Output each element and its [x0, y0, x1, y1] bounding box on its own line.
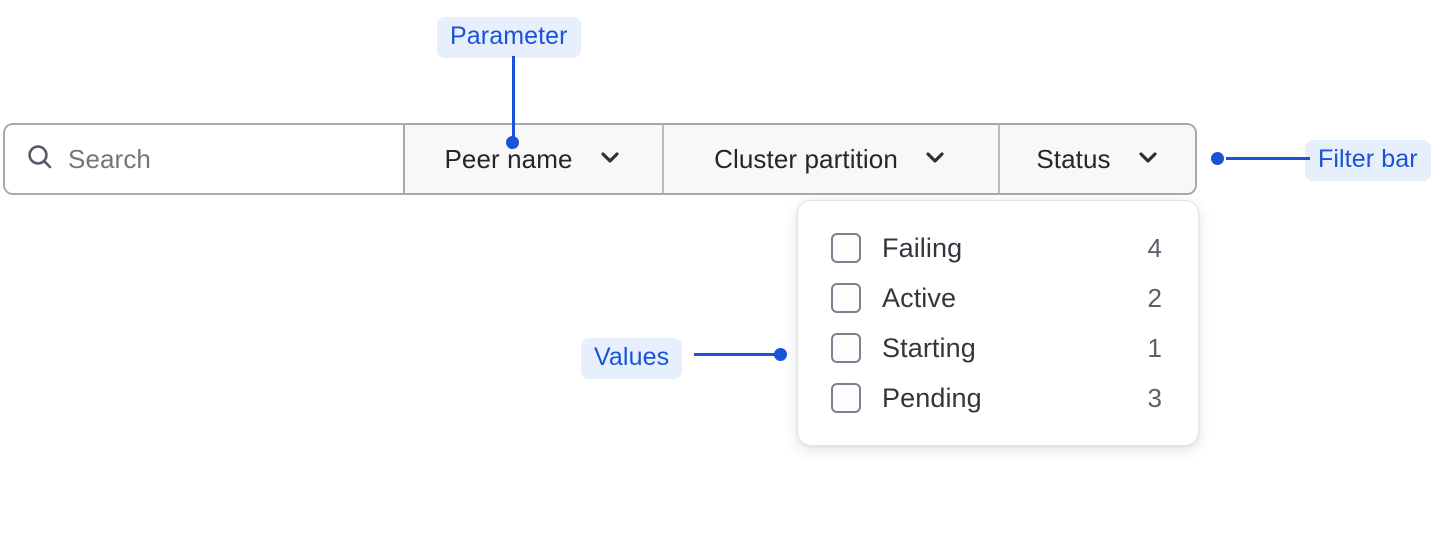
list-item-count: 4 [1147, 232, 1162, 263]
chevron-down-icon [1135, 144, 1161, 175]
chevron-down-icon [922, 144, 948, 175]
list-item[interactable]: Active 2 [798, 273, 1198, 323]
search-input[interactable]: Search [5, 125, 405, 193]
annotation-filter-bar-anchor-dot [1211, 152, 1224, 165]
annotation-parameter-anchor-dot [506, 136, 519, 149]
list-item-label: Active [882, 282, 957, 313]
list-item[interactable]: Starting 1 [798, 323, 1198, 373]
filter-status[interactable]: Status [1000, 125, 1195, 193]
list-item-label: Pending [882, 382, 982, 413]
list-item[interactable]: Pending 3 [798, 373, 1198, 423]
filter-status-label: Status [1036, 143, 1111, 174]
filter-peer-name[interactable]: Peer name [405, 125, 664, 193]
annotation-parameter-connector [512, 56, 515, 142]
annotation-parameter: Parameter [437, 17, 581, 58]
filter-cluster-partition[interactable]: Cluster partition [664, 125, 1000, 193]
checkbox-failing[interactable] [831, 233, 861, 263]
checkbox-pending[interactable] [831, 383, 861, 413]
list-item-label: Failing [882, 232, 963, 263]
annotation-values: Values [581, 338, 683, 379]
checkbox-starting[interactable] [831, 333, 861, 363]
search-placeholder: Search [68, 143, 151, 174]
annotation-filter-bar: Filter bar [1305, 140, 1431, 181]
annotation-values-connector [694, 353, 780, 356]
annotation-values-anchor-dot [774, 348, 787, 361]
list-item-count: 2 [1147, 282, 1162, 313]
list-item-count: 1 [1147, 332, 1162, 363]
checkbox-active[interactable] [831, 283, 861, 313]
filter-bar: Search Peer name Cluster partition Statu… [3, 123, 1197, 195]
filter-peer-name-label: Peer name [444, 143, 573, 174]
filter-cluster-partition-label: Cluster partition [714, 143, 898, 174]
status-dropdown-panel: Failing 4 Active 2 Starting 1 Pending 3 [797, 200, 1199, 446]
chevron-down-icon [597, 144, 623, 175]
list-item-label: Starting [882, 332, 976, 363]
annotation-filter-bar-connector [1226, 157, 1310, 160]
list-item-count: 3 [1147, 382, 1162, 413]
list-item[interactable]: Failing 4 [798, 223, 1198, 273]
search-icon [25, 142, 55, 177]
